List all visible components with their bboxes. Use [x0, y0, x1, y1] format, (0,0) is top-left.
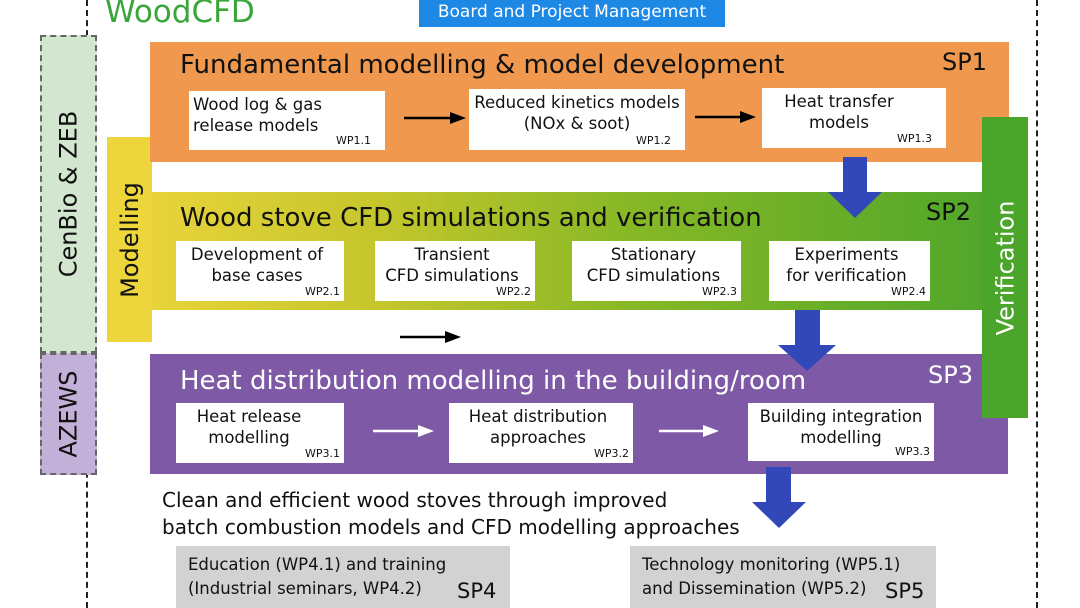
- wp1-1-box: Wood log & gas release models WP1.1: [189, 91, 385, 150]
- wp2-2-text: Transient CFD simulations: [385, 245, 519, 285]
- wp1-3-id: WP1.3: [896, 132, 932, 145]
- wp1-2-id: WP1.2: [635, 134, 671, 147]
- wp3-1-box: Heat release modelling WP3.1: [176, 403, 344, 463]
- wp3-3-id: WP3.3: [894, 445, 930, 458]
- wp2-1-text: Development of base cases: [190, 245, 324, 285]
- verification-bar: Verification: [982, 117, 1028, 418]
- wp1-1-id: WP1.1: [335, 134, 371, 147]
- sp3-label: SP3: [928, 361, 973, 389]
- wp2-2-box: Transient CFD simulations WP2.2: [375, 241, 535, 301]
- sp2-label: SP2: [926, 198, 971, 226]
- white-arrows: [373, 425, 719, 437]
- sp3-title: Heat distribution modelling in the build…: [180, 366, 807, 396]
- wp2-4-text: Experiments for verification: [786, 245, 907, 285]
- blue-down-arrows: [752, 157, 882, 528]
- sp4-text: Education (WP4.1) and training (Industri…: [188, 555, 447, 598]
- wp3-2-id: WP3.2: [593, 447, 629, 460]
- wp3-3-text: Building integration modelling: [759, 407, 923, 447]
- wp1-3-text: Heat transfer models: [784, 92, 894, 132]
- wp2-1-box: Development of base cases WP2.1: [176, 241, 344, 301]
- modelling-bar: Modelling: [107, 137, 152, 342]
- sp4-label: SP4: [457, 579, 497, 603]
- board-box: Board and Project Management: [419, 0, 725, 27]
- wp1-3-box: Heat transfer models WP1.3: [762, 88, 946, 148]
- wp1-1-text: Wood log & gas release models: [193, 95, 322, 135]
- project-title: WoodCFD: [105, 0, 255, 30]
- wp2-4-box: Experiments for verification WP2.4: [769, 241, 930, 301]
- sp4-box: Education (WP4.1) and training (Industri…: [176, 546, 510, 608]
- wp2-3-id: WP2.3: [701, 285, 737, 298]
- sp1-title: Fundamental modelling & model developmen…: [180, 50, 785, 80]
- black-arrows: [400, 111, 756, 343]
- wp3-3-box: Building integration modelling WP3.3: [748, 403, 934, 461]
- sp5-box: Technology monitoring (WP5.1) and Dissem…: [630, 546, 936, 608]
- cenbio-zeb-box: CenBio & ZEB: [40, 35, 97, 353]
- wp2-1-id: WP2.1: [304, 285, 340, 298]
- wp3-2-box: Heat distribution approaches WP3.2: [449, 403, 633, 463]
- wp2-3-text: Stationary CFD simulations: [586, 245, 721, 285]
- sp5-text: Technology monitoring (WP5.1) and Dissem…: [642, 555, 901, 598]
- sp5-label: SP5: [885, 579, 925, 603]
- wp2-4-id: WP2.4: [890, 285, 926, 298]
- sp1-label: SP1: [942, 48, 987, 76]
- sp2-title: Wood stove CFD simulations and verificat…: [180, 203, 762, 233]
- wp1-2-box: Reduced kinetics models (NOx & soot) WP1…: [469, 89, 685, 150]
- wp3-1-id: WP3.1: [304, 447, 340, 460]
- wp3-2-text: Heat distribution approaches: [468, 407, 608, 447]
- wp2-2-id: WP2.2: [495, 285, 531, 298]
- wp3-1-text: Heat release modelling: [196, 407, 302, 447]
- azews-box: AZEWS: [40, 353, 97, 475]
- outcome-text: Clean and efficient wood stoves through …: [162, 488, 740, 539]
- wp2-3-box: Stationary CFD simulations WP2.3: [572, 241, 741, 301]
- wp1-2-text: Reduced kinetics models (NOx & soot): [474, 93, 680, 133]
- right-dashed-line: [1036, 0, 1038, 608]
